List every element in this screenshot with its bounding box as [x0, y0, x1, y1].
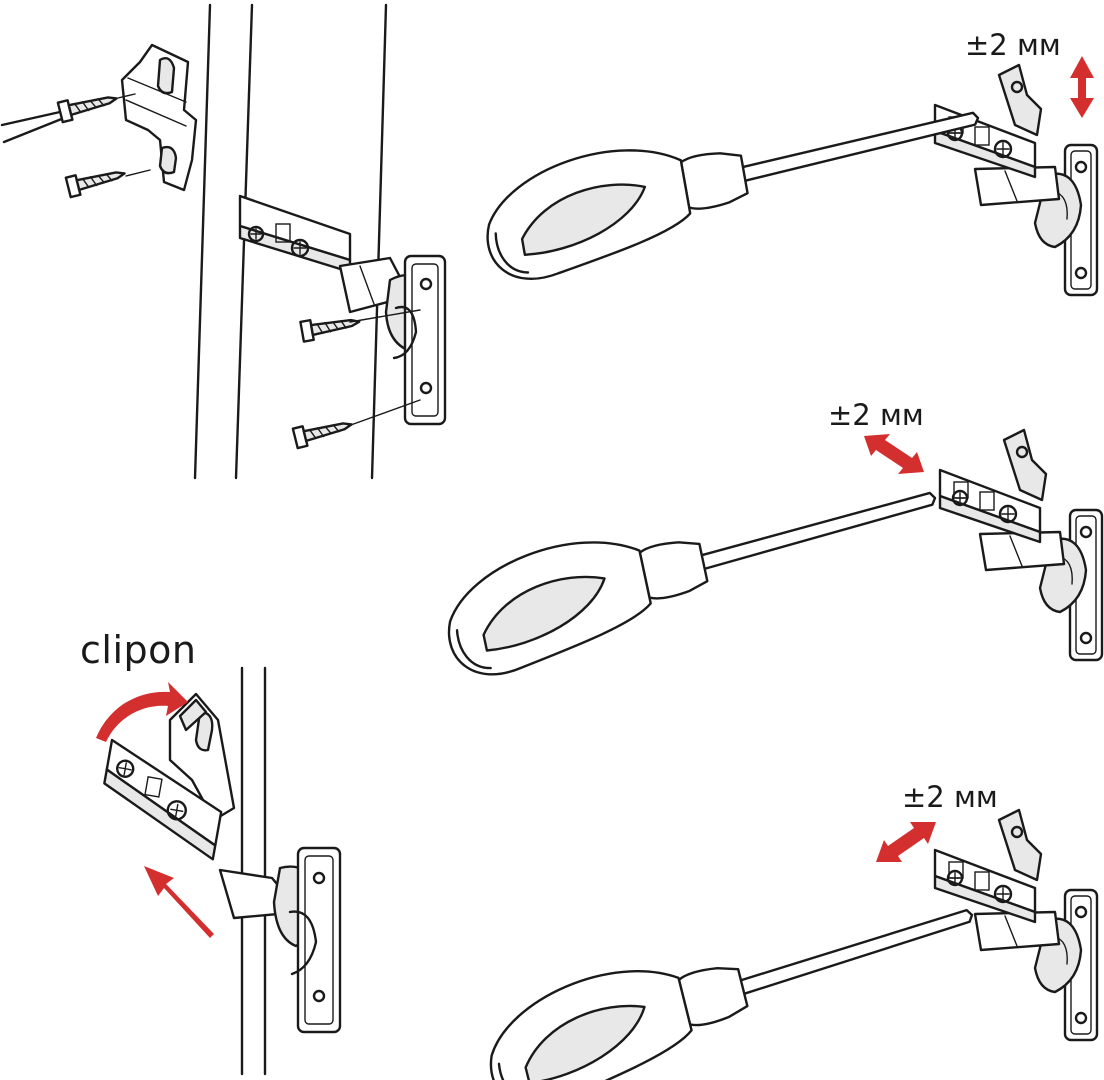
- push-arrow-icon: [144, 866, 214, 938]
- screwdriver-icon: [473, 883, 993, 1080]
- screw-icon: [291, 413, 356, 450]
- cabinet-hinge-icon: [938, 428, 1104, 662]
- panel-depth-adjustment: [433, 428, 1104, 685]
- vertical-arrow-icon: [1070, 56, 1094, 118]
- panel-mounting-plate-installation: [0, 3, 447, 480]
- screw-icon: [64, 162, 129, 199]
- panel-vertical-adjustment: [474, 56, 1099, 297]
- mounting-plate-icon: [120, 43, 198, 192]
- panel-clip-on: [96, 666, 342, 1076]
- side-adjustment-label: ±2 мм: [902, 780, 998, 814]
- screwdriver-icon: [474, 85, 994, 288]
- diagonal-arrow-icon: [864, 434, 924, 474]
- cabinet-hinge-icon: [238, 194, 447, 426]
- vertical-adjustment-label: ±2 мм: [965, 28, 1061, 62]
- cabinet-hinge-icon: [103, 738, 223, 861]
- screwdriver-icon: [433, 466, 954, 685]
- clipon-label: clipon: [80, 628, 197, 672]
- diagonal-arrow-icon: [876, 822, 936, 862]
- curved-arrow-icon: [96, 682, 188, 742]
- depth-adjustment-label: ±2 мм: [828, 398, 924, 432]
- screw-icon: [56, 87, 121, 124]
- panel-side-adjustment: [473, 808, 1099, 1080]
- screw-icon: [299, 310, 363, 343]
